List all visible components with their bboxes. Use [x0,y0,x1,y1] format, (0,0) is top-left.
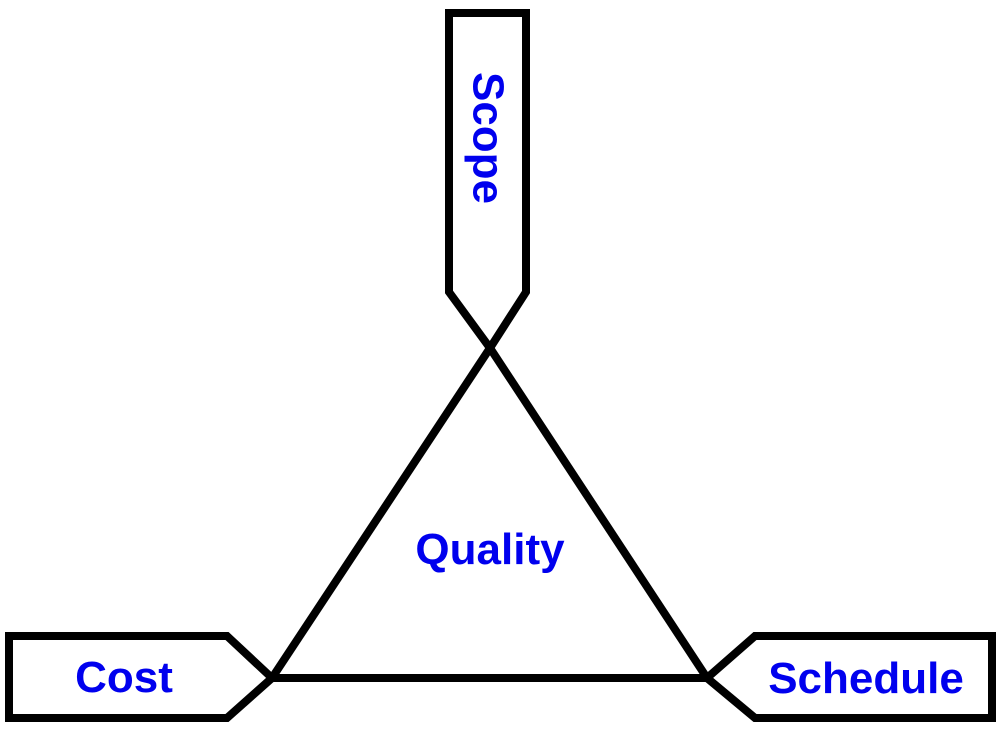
schedule-arrow-box [700,632,996,722]
schedule-label: Schedule [768,654,964,703]
triangle-edge-left [268,345,494,681]
cost-arrow-box [5,632,278,722]
triangle-edge-right [486,345,711,681]
scope-arrow-box [445,9,530,356]
scope-label: Scope [464,72,513,204]
cost-label: Cost [75,653,173,702]
quality-label: Quality [415,525,565,574]
